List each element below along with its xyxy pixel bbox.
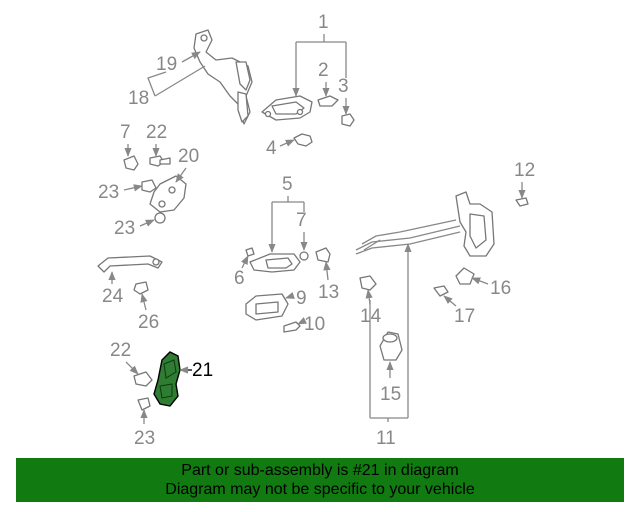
part-25: [154, 212, 166, 224]
callout-18: 18: [128, 65, 206, 109]
outside-handle: [261, 95, 313, 121]
svg-text:22: 22: [110, 340, 131, 361]
callout-9: 9: [285, 288, 307, 309]
part-7: [299, 251, 309, 261]
svg-text:23: 23: [134, 428, 155, 449]
svg-text:5: 5: [282, 174, 293, 195]
svg-text:2: 2: [318, 60, 329, 81]
callout-2: 2: [318, 60, 330, 97]
callout-22-upper: 22: [146, 122, 167, 157]
part-26: [133, 281, 149, 295]
svg-text:13: 13: [318, 282, 339, 303]
svg-text:21: 21: [192, 360, 213, 381]
highlighted-part-21: [153, 351, 181, 407]
svg-text:26: 26: [138, 312, 159, 333]
svg-text:19: 19: [156, 54, 177, 75]
callout-26: 26: [138, 293, 159, 333]
part-12: [515, 197, 529, 207]
part-23-lower: [137, 397, 151, 411]
callout-21: 21: [179, 360, 213, 381]
svg-text:7: 7: [296, 210, 307, 231]
callout-3: 3: [338, 76, 350, 115]
hinge-20: [149, 175, 187, 213]
svg-text:18: 18: [128, 88, 149, 109]
part-6: [245, 247, 255, 257]
callout-22-lower: 22: [110, 340, 139, 375]
callout-24: 23 24: [102, 271, 124, 307]
svg-text:7: 7: [120, 122, 131, 143]
svg-text:15: 15: [380, 384, 401, 405]
callout-13: 13: [318, 261, 339, 303]
svg-text:14: 14: [360, 306, 382, 327]
svg-text:23: 23: [98, 182, 119, 203]
svg-text:17: 17: [454, 306, 475, 327]
callout-7: 7 7: [296, 210, 308, 251]
door-check-24: [97, 255, 163, 273]
svg-text:1: 1: [318, 12, 329, 33]
callout-15: 15: [380, 361, 401, 405]
callout-5: 5: [268, 174, 305, 253]
info-banner: Part or sub-assembly is #21 in diagram D…: [16, 458, 624, 502]
part-4: [293, 133, 313, 147]
part-22-lower: [133, 371, 153, 387]
part-10: [283, 321, 301, 333]
svg-text:23: 23: [114, 218, 135, 239]
svg-text:20: 20: [178, 146, 199, 167]
callout-23-lower: 23 23: [134, 409, 155, 449]
inside-handle: [249, 253, 301, 273]
handle-bezel-9: [245, 293, 289, 321]
callout-6: 6: [234, 255, 249, 289]
lock-cylinder-assembly: [193, 29, 253, 125]
callout-20: 20: [175, 146, 199, 183]
banner-line-1: Part or sub-assembly is #21 in diagram: [181, 462, 459, 479]
svg-text:24: 24: [102, 286, 124, 307]
svg-text:10: 10: [304, 314, 325, 335]
part-13: [315, 247, 331, 263]
svg-text:16: 16: [490, 278, 511, 299]
svg-text:3: 3: [338, 76, 349, 97]
callout-19: 19: [156, 51, 201, 75]
parts-diagram: 18 19 1 2 3 4: [97, 12, 535, 449]
callout-12: 12: [514, 160, 535, 199]
callout-23-upper: 23: [98, 182, 143, 203]
callout-17: 17: [443, 295, 475, 327]
part-22-upper: [149, 155, 171, 167]
banner-line-2: Diagram may not be specific to your vehi…: [165, 481, 475, 498]
callout-25: 23: [114, 218, 155, 239]
callout-10: 10: [297, 314, 325, 335]
part-3: [341, 113, 355, 127]
callout-1: 1: [292, 12, 347, 97]
door-latch: [355, 191, 495, 257]
callout-14: 14: [360, 289, 382, 327]
svg-text:6: 6: [234, 268, 245, 289]
part-17: [433, 285, 449, 297]
svg-text:12: 12: [514, 160, 535, 181]
part-14: [359, 275, 377, 291]
part-15: [379, 331, 403, 361]
callout-4: 4: [266, 138, 295, 159]
svg-text:4: 4: [266, 138, 277, 159]
svg-text:22: 22: [146, 122, 167, 143]
part-23-upper: [141, 179, 157, 193]
svg-text:9: 9: [296, 288, 307, 309]
part-8: [123, 155, 139, 171]
part-16: [455, 267, 475, 285]
callout-8: 7: [120, 122, 132, 157]
part-2: [317, 95, 339, 107]
callout-11: 11: [369, 243, 412, 449]
callout-16: 16: [471, 277, 511, 299]
svg-text:11: 11: [376, 428, 396, 449]
